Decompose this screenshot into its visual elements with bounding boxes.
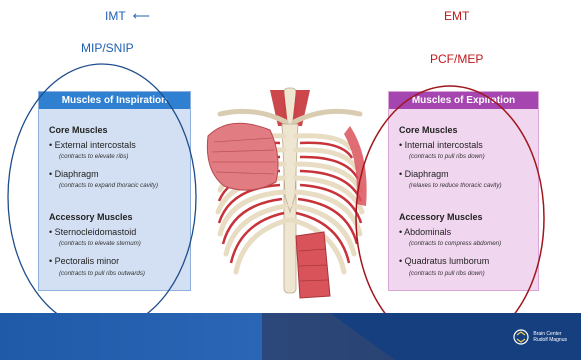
logo-mark-icon	[513, 329, 529, 345]
brain-center-logo: Brain Center Rudolf Magnus	[513, 329, 567, 345]
expiration-highlight-ellipse	[356, 86, 544, 350]
inspiration-highlight-ellipse	[8, 64, 196, 330]
logo-line-2: Rudolf Magnus	[533, 337, 567, 343]
footer-banner	[0, 313, 581, 360]
